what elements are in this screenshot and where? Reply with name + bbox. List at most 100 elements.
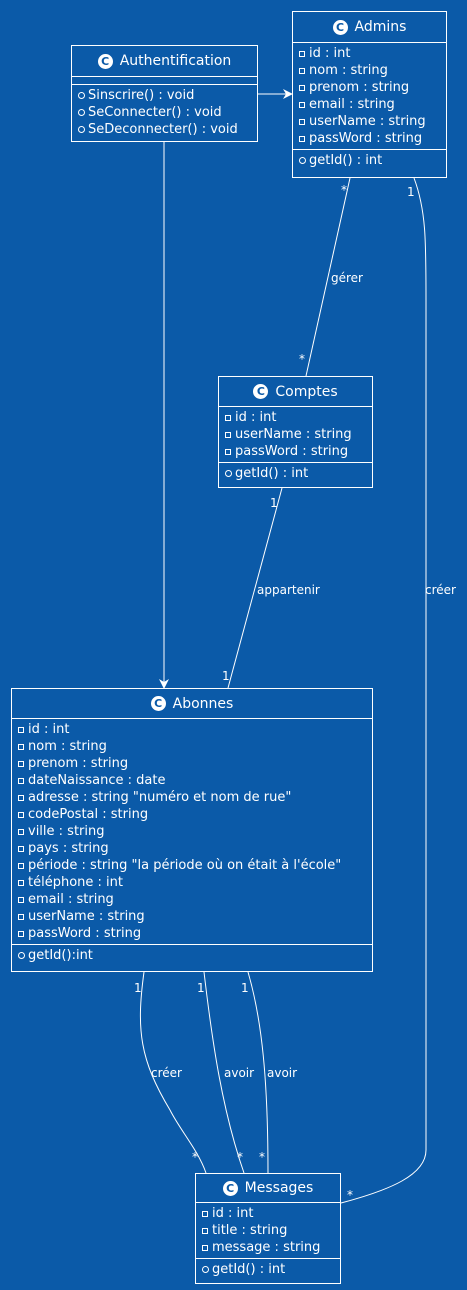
edge-admins-messages xyxy=(340,177,427,1204)
attribute-row: pays : string xyxy=(18,840,372,857)
private-visibility-icon xyxy=(18,828,24,835)
attribute-row: message : string xyxy=(202,1239,340,1256)
edge-admins-comptes xyxy=(305,177,351,377)
class-name: Messages xyxy=(244,1180,314,1196)
multiplicity-avoir-2-from: 1 xyxy=(241,981,249,995)
attribute-row: userName : string xyxy=(225,426,372,443)
multiplicity-abonnes-creer-to: * xyxy=(192,1150,198,1164)
private-visibility-icon xyxy=(299,67,305,74)
attributes-section: id : int nom : string prenom : string em… xyxy=(293,43,446,150)
private-visibility-icon xyxy=(18,760,24,767)
class-c-icon: C xyxy=(222,1180,238,1196)
private-visibility-icon xyxy=(18,930,24,937)
attribute-row: passWord : string xyxy=(225,443,372,460)
private-visibility-icon xyxy=(299,101,305,108)
methods-section: getId():int xyxy=(12,945,372,966)
attribute-row: codePostal : string xyxy=(18,806,372,823)
class-header: C Abonnes xyxy=(12,689,372,719)
private-visibility-icon xyxy=(299,118,305,125)
edge-abonnes-messages-avoir-2 xyxy=(247,971,269,1174)
method-row: getId() : int xyxy=(225,465,372,482)
edge-abonnes-messages-avoir-1 xyxy=(203,971,245,1174)
attribute-row: passWord : string xyxy=(18,925,372,942)
attribute-row: email : string xyxy=(18,891,372,908)
attribute-row: id : int xyxy=(18,721,372,738)
private-visibility-icon xyxy=(18,862,24,869)
attribute-row: prenom : string xyxy=(18,755,372,772)
attributes-section: id : int title : string message : string xyxy=(196,1203,340,1259)
private-visibility-icon xyxy=(299,135,305,142)
method-row: getId() : int xyxy=(299,152,446,169)
attribute-row: adresse : string "numéro et nom de rue" xyxy=(18,789,372,806)
attribute-row: userName : string xyxy=(299,113,446,130)
private-visibility-icon xyxy=(299,50,305,57)
private-visibility-icon xyxy=(18,845,24,852)
class-name: Abonnes xyxy=(172,695,234,712)
method-row: SeConnecter() : void xyxy=(78,104,257,121)
multiplicity-admins-messages-to: * xyxy=(347,1188,353,1202)
relation-label-avoir-1: avoir xyxy=(224,1066,254,1080)
attribute-row: nom : string xyxy=(299,62,446,79)
attribute-row: id : int xyxy=(225,409,372,426)
class-c-icon: C xyxy=(253,384,269,399)
private-visibility-icon xyxy=(18,913,24,920)
multiplicity-admins-comptes-from: * xyxy=(341,183,347,197)
public-visibility-icon xyxy=(225,470,232,477)
multiplicity-avoir-2-to: * xyxy=(259,1150,265,1164)
method-row: Sinscrire() : void xyxy=(78,87,257,104)
multiplicity-admins-comptes-to: * xyxy=(299,352,305,366)
class-admins[interactable]: C Admins id : int nom : string prenom : … xyxy=(292,11,447,178)
class-header: C Messages xyxy=(196,1174,340,1203)
private-visibility-icon xyxy=(18,777,24,784)
attribute-row: prenom : string xyxy=(299,79,446,96)
private-visibility-icon xyxy=(18,879,24,886)
methods-section: getId() : int xyxy=(293,150,446,171)
attribute-row: passWord : string xyxy=(299,130,446,147)
class-c-icon: C xyxy=(150,696,166,711)
class-header: C Comptes xyxy=(219,377,372,407)
public-visibility-icon xyxy=(78,126,85,133)
methods-section: getId() : int xyxy=(219,463,372,484)
relation-label-gerer: gérer xyxy=(331,271,363,285)
class-name: Authentification xyxy=(119,53,232,69)
class-c-icon: C xyxy=(332,19,348,35)
class-c-icon: C xyxy=(97,53,113,69)
attributes-section xyxy=(72,77,257,85)
multiplicity-abonnes-creer-from: 1 xyxy=(134,981,142,995)
attribute-row: téléphone : int xyxy=(18,874,372,891)
class-abonnes[interactable]: C Abonnes id : int nom : string prenom :… xyxy=(11,688,373,972)
private-visibility-icon xyxy=(18,726,24,733)
relation-label-abonnes-creer: créer xyxy=(151,1066,182,1080)
attribute-row: id : int xyxy=(299,45,446,62)
class-name: Comptes xyxy=(275,383,338,400)
private-visibility-icon xyxy=(18,743,24,750)
relation-label-avoir-2: avoir xyxy=(267,1066,297,1080)
multiplicity-admins-messages-from: 1 xyxy=(407,185,415,199)
attribute-row: ville : string xyxy=(18,823,372,840)
public-visibility-icon xyxy=(78,109,85,116)
relation-label-appartenir: appartenir xyxy=(257,583,320,597)
multiplicity-avoir-1-from: 1 xyxy=(197,981,205,995)
multiplicity-comptes-abonnes-from: 1 xyxy=(270,496,278,510)
method-row: SeDeconnecter() : void xyxy=(78,121,257,138)
class-header: C Admins xyxy=(293,12,446,43)
multiplicity-avoir-1-to: * xyxy=(237,1150,243,1164)
methods-section: Sinscrire() : void SeConnecter() : void … xyxy=(72,85,257,140)
class-authentification[interactable]: C Authentification Sinscrire() : void Se… xyxy=(71,45,258,142)
private-visibility-icon xyxy=(18,896,24,903)
private-visibility-icon xyxy=(18,794,24,801)
attributes-section: id : int nom : string prenom : string da… xyxy=(12,719,372,945)
method-row: getId():int xyxy=(18,947,372,964)
attribute-row: title : string xyxy=(202,1222,340,1239)
private-visibility-icon xyxy=(202,1210,208,1217)
class-messages[interactable]: C Messages id : int title : string messa… xyxy=(195,1173,341,1284)
private-visibility-icon xyxy=(202,1227,208,1234)
attributes-section: id : int userName : string passWord : st… xyxy=(219,407,372,463)
class-header: C Authentification xyxy=(72,46,257,77)
attribute-row: période : string "la période où on était… xyxy=(18,857,372,874)
attribute-row: dateNaissance : date xyxy=(18,772,372,789)
private-visibility-icon xyxy=(225,431,231,438)
class-comptes[interactable]: C Comptes id : int userName : string pas… xyxy=(218,376,373,488)
private-visibility-icon xyxy=(225,448,231,455)
